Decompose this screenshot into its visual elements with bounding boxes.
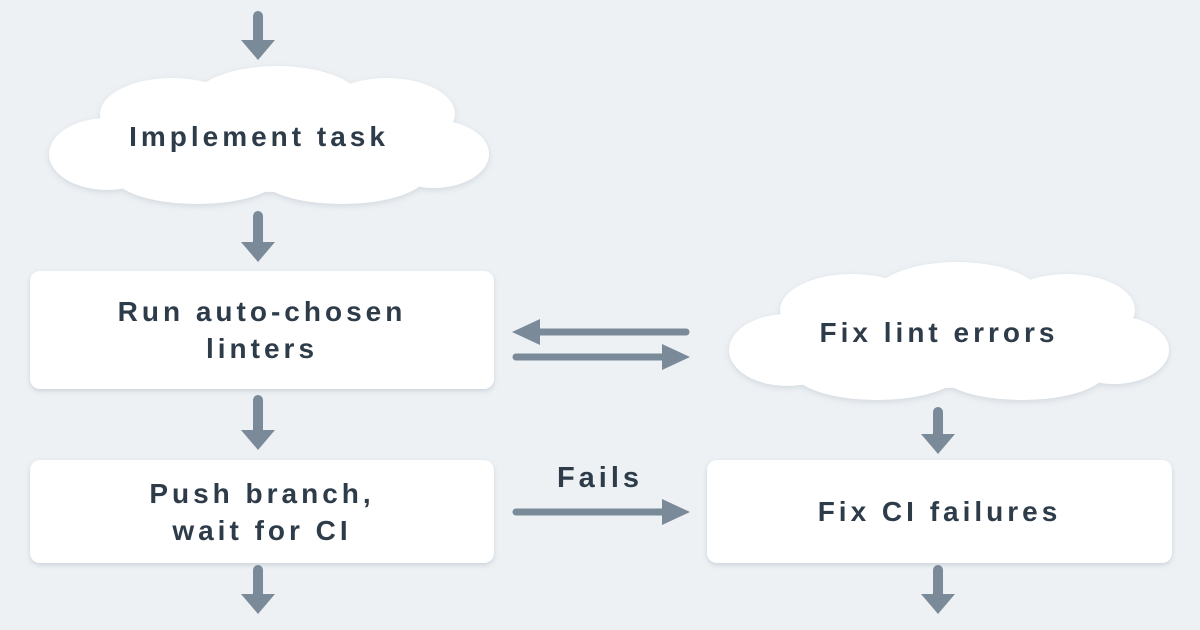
run-linters-label-line2: linters: [205, 333, 319, 364]
run-linters-label-line1: Run auto-chosen: [117, 296, 407, 327]
node-run-linters: Run auto-chosen linters: [30, 271, 494, 389]
fix-lint-errors-label: Fix lint errors: [819, 316, 1059, 348]
push-branch-label-line2: wait for CI: [172, 514, 352, 546]
cloud-shape-icon: [49, 66, 489, 204]
arrow-fails-push-to-fixci-icon: [512, 499, 690, 525]
push-branch-label-line1: Push branch,: [149, 477, 375, 509]
implement-task-label: Implement task: [129, 120, 389, 152]
arrow-right-linters-to-fixlint-icon: [512, 344, 690, 370]
arrow-left-fixlint-to-linters-icon: [512, 319, 690, 345]
arrow-below-fixci-icon: [921, 565, 955, 614]
arrow-implement-to-linters-icon: [241, 211, 275, 262]
node-implement-task: Implement task: [22, 62, 496, 210]
node-fix-lint-errors: Fix lint errors: [702, 258, 1176, 406]
arrow-linters-to-push-icon: [241, 395, 275, 450]
arrow-down-into-implement-icon: [241, 11, 275, 60]
node-push-branch: Push branch, wait for CI: [30, 460, 494, 563]
arrow-fixlint-to-fixci-icon: [921, 407, 955, 454]
fix-ci-failures-label: Fix CI failures: [817, 496, 1062, 527]
node-fix-ci-failures: Fix CI failures: [707, 460, 1172, 563]
fails-edge-label: Fails: [556, 462, 644, 494]
arrow-below-push-icon: [241, 565, 275, 614]
cloud-shape-icon: [729, 262, 1169, 400]
